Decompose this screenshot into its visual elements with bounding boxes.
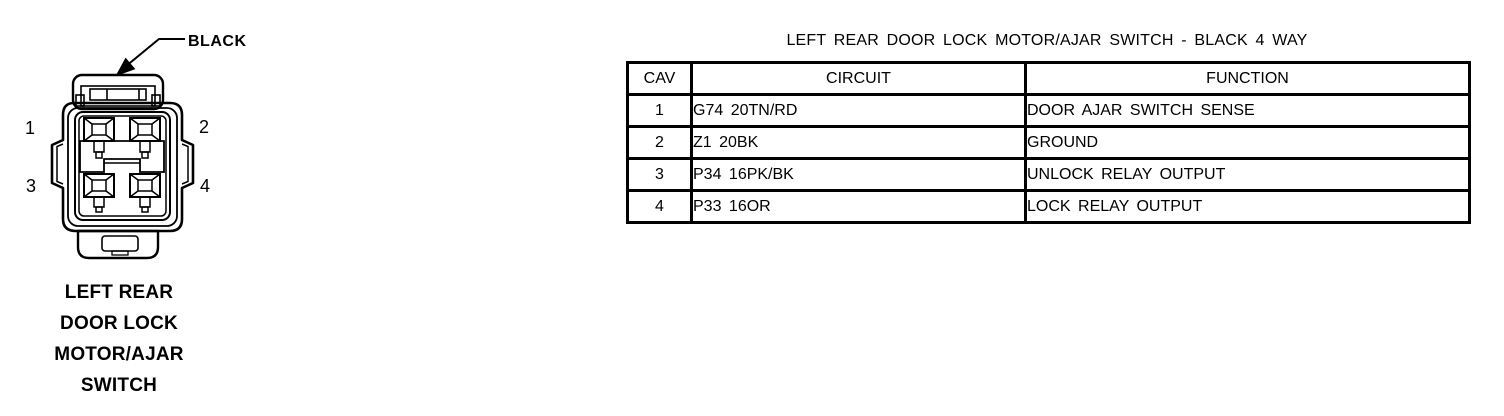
table-row: 3 P34 16PK/BK UNLOCK RELAY OUTPUT [626, 157, 1471, 192]
color-leader-arrow [115, 38, 185, 77]
pin-number-2: 2 [199, 117, 209, 137]
leader-line [124, 38, 185, 68]
cav-cell: 1 [626, 93, 693, 128]
function-cell: DOOR AJAR SWITCH SENSE [1024, 93, 1471, 128]
connector-bottom-tab [76, 229, 160, 260]
terminal-1 [83, 117, 115, 159]
caption-line: MOTOR/AJAR [54, 344, 184, 365]
circuit-cell: P33 16OR [690, 189, 1027, 224]
pin-number-3: 3 [26, 176, 36, 196]
connector-diagram: BLACK 1 2 3 4 [25, 33, 247, 260]
connector-color-label: BLACK [188, 33, 247, 50]
connector-face [74, 111, 171, 221]
function-cell: UNLOCK RELAY OUTPUT [1024, 157, 1471, 192]
connector-body [50, 101, 195, 233]
center-keyway [79, 140, 165, 173]
circuit-cell: P34 16PK/BK [690, 157, 1027, 192]
column-header-cav: CAV [626, 61, 693, 96]
function-cell: GROUND [1024, 125, 1471, 160]
circuit-cell: Z1 20BK [690, 125, 1027, 160]
pin-number-4: 4 [200, 176, 210, 196]
arrowhead-icon [115, 57, 136, 77]
table-row: 2 Z1 20BK GROUND [626, 125, 1471, 160]
caption-line: DOOR LOCK [60, 313, 178, 334]
table-row: 4 P33 16OR LOCK RELAY OUTPUT [626, 189, 1471, 224]
table-row: 1 G74 20TN/RD DOOR AJAR SWITCH SENSE [626, 93, 1471, 128]
connector-caption: LEFT REAR DOOR LOCK MOTOR/AJAR SWITCH [10, 277, 228, 401]
function-cell: LOCK RELAY OUTPUT [1024, 189, 1471, 224]
cav-cell: 4 [626, 189, 693, 224]
caption-line: SWITCH [80, 375, 158, 396]
terminal-3 [83, 173, 115, 213]
pin-number-1: 1 [25, 118, 35, 138]
cav-cell: 3 [626, 157, 693, 192]
column-header-function: FUNCTION [1024, 61, 1471, 96]
circuit-cell: G74 20TN/RD [690, 93, 1027, 128]
column-header-circuit: CIRCUIT [690, 61, 1027, 96]
table-header-row: CAV CIRCUIT FUNCTION [626, 61, 1471, 96]
pinout-table: CAV CIRCUIT FUNCTION 1 G74 20TN/RD DOOR … [626, 61, 1471, 224]
connector-top-cap [71, 73, 165, 111]
terminal-4 [129, 173, 161, 213]
cav-cell: 2 [626, 125, 693, 160]
caption-line: LEFT REAR [64, 282, 174, 303]
terminal-2 [129, 117, 161, 159]
table-title: LEFT REAR DOOR LOCK MOTOR/AJAR SWITCH - … [786, 32, 1308, 49]
